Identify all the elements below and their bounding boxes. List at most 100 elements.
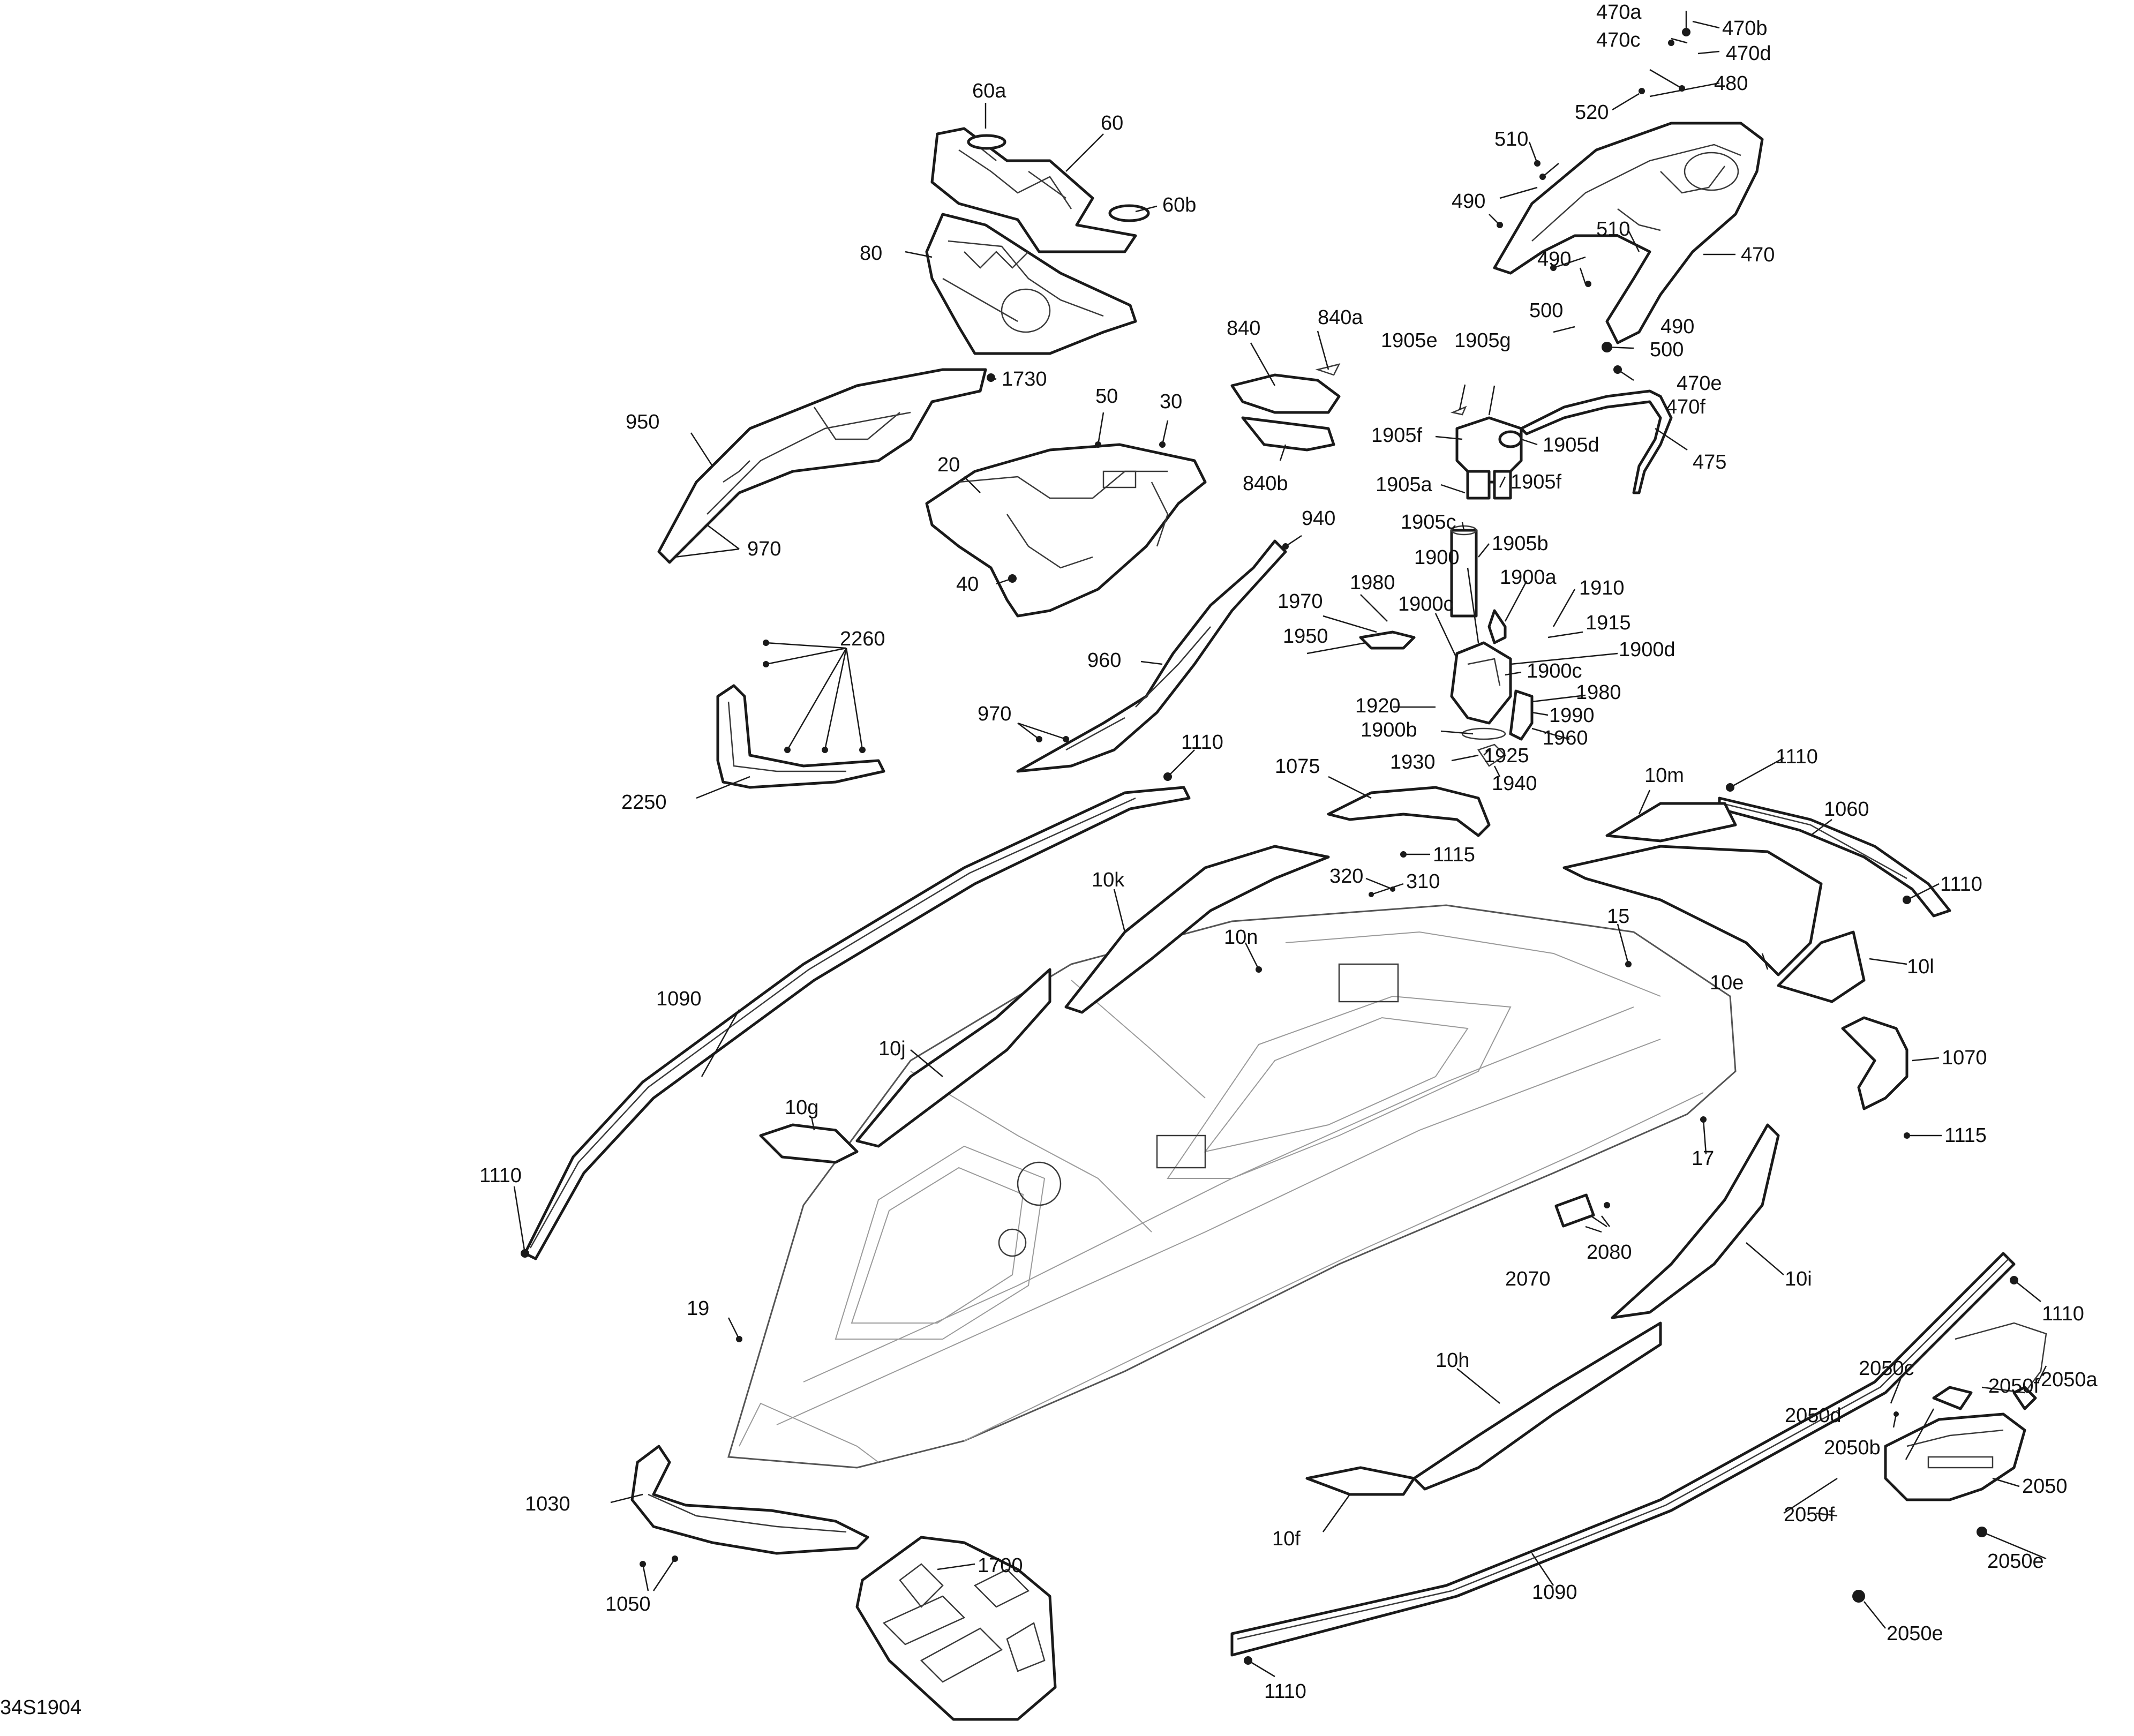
callout-10g: 10g: [785, 1096, 818, 1119]
leader-lines: [513, 11, 2047, 1678]
part-960-trim: [1016, 539, 1287, 773]
callout-1115-b: 1115: [1944, 1124, 1987, 1147]
callout-2070: 2070: [1505, 1268, 1551, 1290]
callout-2050a: 2050a: [2041, 1369, 2098, 1391]
callout-2050f-b: 2050f: [1784, 1504, 1835, 1526]
callout-labels: 470a 470b 470c 470d 480 520 510 490 510 …: [0, 1, 2098, 1719]
part-1030-nose: [630, 1445, 869, 1555]
part-470-handle: [1493, 122, 1764, 344]
callout-1905c: 1905c: [1401, 511, 1456, 533]
callout-475: 475: [1693, 451, 1726, 474]
callout-1050: 1050: [605, 1593, 651, 1615]
callout-1960: 1960: [1543, 727, 1588, 749]
callout-1110-a: 1110: [1181, 731, 1223, 754]
callout-15: 15: [1607, 905, 1629, 928]
callout-510-b: 510: [1596, 218, 1630, 241]
callout-500-b: 500: [1650, 339, 1684, 361]
callout-10n: 10n: [1224, 926, 1258, 949]
callout-50: 50: [1095, 385, 1118, 408]
callout-1060: 1060: [1824, 798, 1869, 821]
decal-10e: [1562, 845, 1823, 976]
callout-2050b: 2050b: [1824, 1437, 1881, 1459]
callout-10j: 10j: [878, 1038, 906, 1060]
part-drawings: [523, 122, 2047, 1721]
callout-1730: 1730: [1002, 368, 1047, 390]
callout-1900c-a: 1900c: [1398, 593, 1454, 615]
callout-1030: 1030: [525, 1493, 570, 1515]
callout-1905b: 1905b: [1492, 532, 1549, 555]
callout-490-b: 490: [1537, 248, 1571, 270]
callout-2260: 2260: [840, 628, 885, 650]
callout-2250: 2250: [621, 791, 667, 814]
callout-60a: 60a: [972, 80, 1006, 102]
callout-940: 940: [1302, 507, 1335, 530]
callout-1110-e: 1110: [2042, 1303, 2084, 1325]
callout-30: 30: [1160, 390, 1182, 413]
callout-1930: 1930: [1390, 751, 1436, 773]
callout-1905f-b: 1905f: [1511, 471, 1562, 493]
part-1090-rail-right: [1230, 1252, 2016, 1657]
decal-10k: [1064, 845, 1330, 1014]
part-840-covers: [1230, 363, 1341, 452]
callout-1090-b: 1090: [1532, 1581, 1577, 1604]
callout-1700: 1700: [978, 1554, 1023, 1577]
callout-17: 17: [1692, 1147, 1714, 1170]
callout-60: 60: [1101, 112, 1123, 134]
callout-1115-a: 1115: [1433, 844, 1475, 866]
part-475-rail: [1520, 389, 1673, 494]
callout-1925: 1925: [1484, 745, 1529, 767]
callout-2050e-b: 2050e: [1887, 1622, 1943, 1645]
callout-10k: 10k: [1092, 869, 1125, 891]
callout-1905f-a: 1905f: [1371, 424, 1423, 447]
callout-1905g: 1905g: [1454, 329, 1511, 352]
callout-500-a: 500: [1529, 299, 1563, 322]
callout-470c: 470c: [1596, 29, 1640, 51]
callout-2080: 2080: [1587, 1241, 1632, 1264]
callout-1110-c: 1110: [1940, 873, 1982, 896]
callout-520: 520: [1575, 101, 1609, 124]
fastener-marks: [521, 28, 2018, 1665]
callout-1970: 1970: [1278, 590, 1323, 613]
callout-19: 19: [687, 1297, 709, 1320]
part-1070: [1841, 1016, 1908, 1110]
callout-1900b: 1900b: [1361, 719, 1417, 741]
part-60-cover: [930, 127, 1150, 253]
callout-10m: 10m: [1644, 764, 1684, 787]
callout-1920: 1920: [1355, 695, 1401, 717]
callout-470f: 470f: [1666, 396, 1705, 418]
callout-1070: 1070: [1942, 1047, 1987, 1069]
callout-10e: 10e: [1710, 972, 1744, 994]
callout-10i: 10i: [1785, 1268, 1812, 1290]
part-950-panel: [657, 368, 987, 564]
callout-470d: 470d: [1726, 42, 1771, 65]
decal-10j: [855, 968, 1051, 1148]
callout-1910: 1910: [1579, 577, 1625, 599]
callout-10h: 10h: [1436, 1349, 1469, 1372]
callout-840: 840: [1227, 317, 1260, 340]
callout-2050d: 2050d: [1785, 1404, 1842, 1427]
part-80-frame: [925, 213, 1137, 355]
callout-1905e: 1905e: [1381, 329, 1438, 352]
callout-1110-b: 1110: [1776, 746, 1818, 768]
callout-490-a: 490: [1452, 190, 1485, 213]
callout-1110-d: 1110: [479, 1164, 522, 1187]
part-2070: [1554, 1193, 1595, 1228]
callout-2050c: 2050c: [1859, 1357, 1914, 1380]
decals-10: [759, 802, 1866, 1496]
decal-10m: [1605, 802, 1737, 843]
callout-1980-b: 1980: [1576, 681, 1621, 704]
callout-10f: 10f: [1272, 1528, 1301, 1550]
callout-1900: 1900: [1414, 546, 1460, 569]
callout-1940: 1940: [1492, 772, 1537, 795]
part-1060-rail: [1718, 796, 1951, 918]
callout-1900a: 1900a: [1500, 566, 1557, 589]
callout-840a: 840a: [1318, 306, 1363, 329]
callout-2050f-a: 2050f: [1988, 1375, 2040, 1397]
callout-1900d: 1900d: [1619, 638, 1675, 661]
callout-2050e-a: 2050e: [1987, 1550, 2044, 1573]
decal-10l: [1777, 930, 1866, 1003]
callout-840b: 840b: [1243, 472, 1288, 495]
callout-1110-f: 1110: [1264, 1680, 1306, 1703]
decal-10h: [1412, 1321, 1662, 1491]
